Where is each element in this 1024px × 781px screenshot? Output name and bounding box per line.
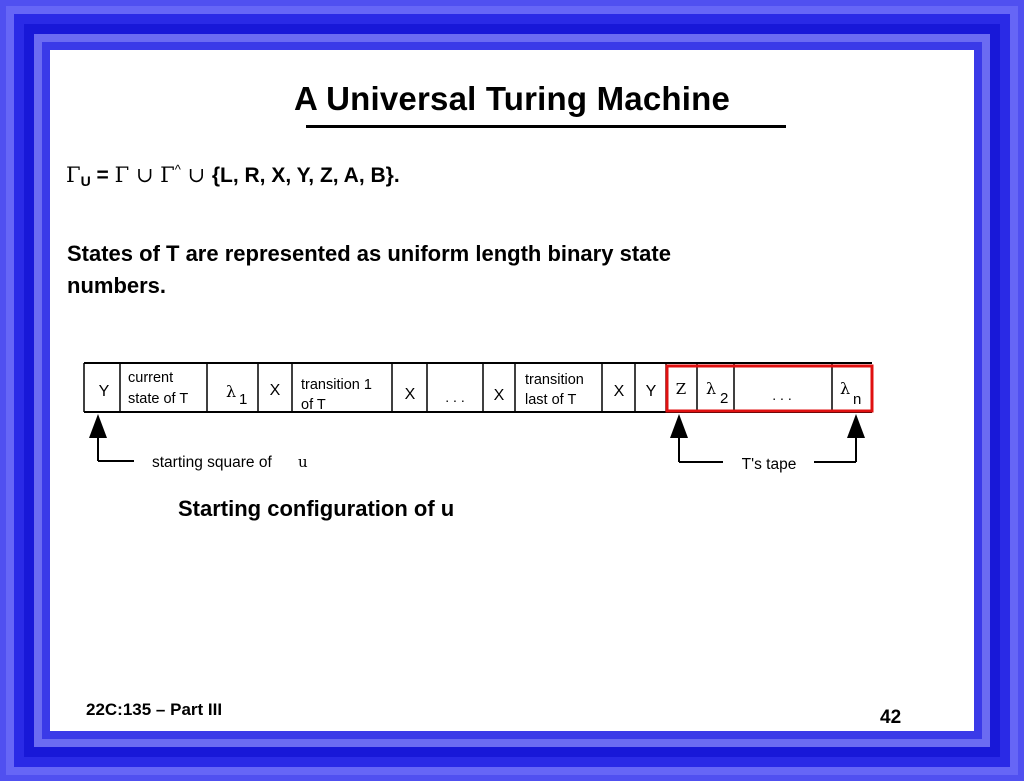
slide-canvas: [50, 50, 974, 731]
states-description: States of T are represented as uniform l…: [67, 241, 671, 298]
arrow-up-icon: [847, 414, 865, 438]
symbol-set: {L, R, X, Y, Z, A, B}.: [211, 164, 400, 187]
cell-lambda-n-sub: n: [853, 391, 861, 408]
footer-page-number: 42: [880, 707, 902, 728]
union-symbol-1: ∪: [129, 163, 161, 187]
cell-transitionlast-line2: last of T: [525, 392, 576, 408]
gamma-symbol-2: Γ: [114, 163, 130, 187]
ts-tape-highlight: [665, 364, 874, 413]
ts-tape-pointer-right: [814, 414, 865, 463]
cell-dots-1: . . .: [445, 389, 464, 405]
cell-z: Z: [676, 380, 686, 398]
cell-transitionlast-line1: transition: [525, 372, 584, 388]
gamma-hat-symbol: Γ: [160, 163, 175, 187]
arrow-up-icon: [89, 414, 107, 438]
cell-current-line2: state of T: [128, 391, 188, 407]
starting-square-pointer: [89, 414, 134, 462]
cell-y-2: Y: [646, 383, 657, 400]
arrow-up-icon: [670, 414, 688, 438]
gamma-subscript: U: [80, 173, 91, 189]
union-symbol-2: ∪: [180, 163, 212, 187]
diagram-caption: Starting configuration of u: [178, 496, 455, 521]
cell-y-1: Y: [99, 383, 110, 400]
slide-title: A Universal Turing Machine: [293, 80, 731, 117]
gamma-symbol: Γ: [66, 163, 81, 187]
cell-current-line1: current: [128, 370, 173, 386]
cell-x-3: X: [494, 387, 505, 404]
cell-lambda-1: λ: [226, 382, 236, 401]
tape-cell-dividers: [83, 363, 833, 412]
starting-square-label-u: u: [298, 453, 308, 471]
gamma-u-formula: ΓU = Γ ∪ Γ^ ∪ {L, R, X, Y, Z, A, B}.: [66, 162, 400, 189]
title-underline: [306, 125, 786, 128]
cell-lambda-1-sub: 1: [239, 391, 247, 408]
cell-x-2: X: [405, 386, 416, 403]
cell-transition1-line2: of T: [301, 397, 326, 413]
cell-lambda-n: λ: [840, 379, 850, 398]
cell-transition1-line1: transition 1: [301, 377, 372, 393]
cell-x-1: X: [270, 382, 281, 399]
ts-tape-pointer-left: [670, 414, 723, 463]
cell-dots-2: . . .: [772, 387, 791, 403]
hat-superscript: ^: [174, 162, 181, 177]
cell-lambda-2-sub: 2: [720, 390, 728, 407]
footer-course: 22C:135 – Part III: [86, 700, 223, 719]
ts-tape-label: T's tape: [742, 456, 797, 473]
equals-sign: =: [90, 164, 115, 187]
cell-lambda-2: λ: [706, 379, 716, 398]
cell-x-4: X: [614, 383, 625, 400]
starting-square-label: starting square of: [152, 454, 272, 471]
